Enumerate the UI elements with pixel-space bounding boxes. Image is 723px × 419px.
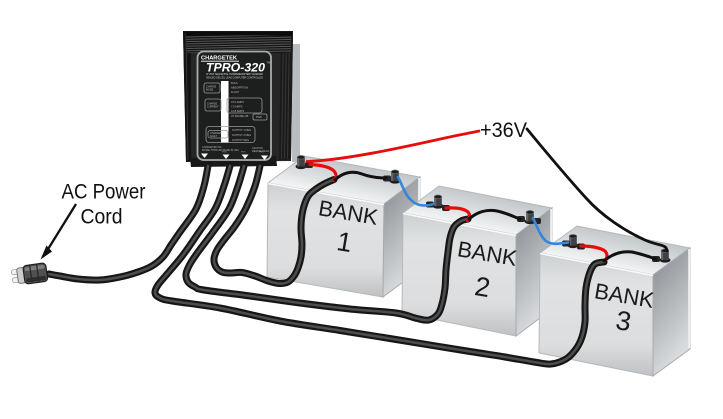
svg-text:OUTPUT 1 NEG: OUTPUT 1 NEG [232, 128, 251, 132]
svg-text:POS: POS [241, 152, 246, 154]
svg-text:CHARGETEK INC: CHARGETEK INC [202, 146, 222, 149]
svg-text:READ MANUAL: READ MANUAL [252, 150, 270, 153]
svg-text:OUTPUT NEG: OUTPUT NEG [232, 138, 249, 142]
svg-text:PWR: PWR [256, 116, 262, 119]
svg-text:CHARGETEK: CHARGETEK [201, 56, 237, 62]
svg-text:AT FRAME GB: AT FRAME GB [231, 114, 249, 118]
svg-text:CURRENT: CURRENT [207, 106, 219, 109]
svg-text:FLOAT: FLOAT [231, 90, 240, 94]
svg-text:CAUTION: CAUTION [252, 147, 263, 150]
svg-text:TM: TM [267, 61, 271, 65]
svg-text:CHARGE: CHARGE [206, 86, 217, 89]
svg-text:37 VOLT SEQUENTIAL 70 AMPERE B: 37 VOLT SEQUENTIAL 70 AMPERE BATTERY CHA… [206, 72, 263, 76]
svg-text:ABSORPTION: ABSORPTION [231, 86, 248, 90]
svg-text:POS: POS [222, 152, 227, 154]
svg-text:FAULT: FAULT [210, 135, 218, 138]
svg-text:CHARGE: CHARGE [207, 103, 218, 106]
svg-text:MODE: MODE [206, 89, 214, 92]
svg-text:POS: POS [259, 152, 264, 154]
svg-text:OUTPUT 2 NEG: OUTPUT 2 NEG [232, 133, 251, 137]
svg-text:2: 2 [473, 271, 493, 303]
svg-text:3: 3 [614, 305, 634, 337]
svg-text:TPRO-320: TPRO-320 [206, 63, 266, 75]
svg-text:SEALED GELCEL LEAD COMPUTE: SEALED GELCEL LEAD COMPUTER CONTROLLED [206, 75, 263, 79]
svg-text:MODEL TPRO-320 MADE IN USA: MODEL TPRO-320 MADE IN USA [202, 149, 239, 152]
svg-text:AC Power: AC Power [62, 180, 146, 204]
svg-text:Cord: Cord [81, 205, 123, 229]
svg-text:0-15 AMPS: 0-15 AMPS [231, 109, 244, 113]
svg-text:CHARGER: CHARGER [210, 132, 222, 135]
svg-text:7.5 AMPS: 7.5 AMPS [231, 105, 243, 109]
svg-text:BULK: BULK [231, 81, 238, 85]
svg-text:15.0 AMPS: 15.0 AMPS [231, 100, 244, 104]
svg-text:+36V: +36V [480, 119, 527, 142]
svg-text:1: 1 [335, 226, 355, 258]
